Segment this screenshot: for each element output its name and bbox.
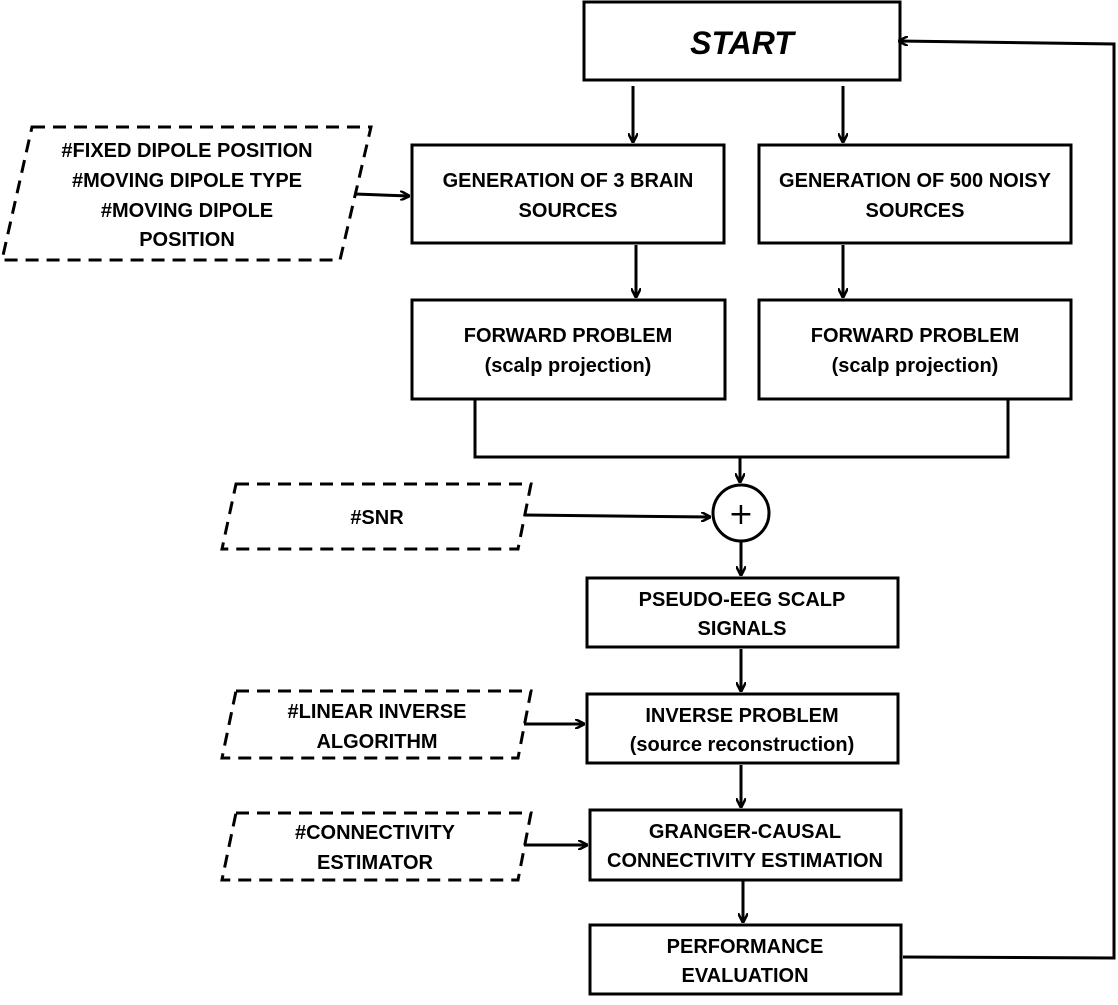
connectors: [354, 41, 1116, 960]
brain-sources-label-2: SOURCES: [519, 200, 618, 222]
inverse-problem-node: INVERSE PROBLEM (source reconstruction): [585, 692, 900, 765]
param-snr-label: #SNR: [350, 507, 404, 529]
param-dipole-line-1: #FIXED DIPOLE POSITION: [61, 140, 312, 162]
sum-symbol: +: [728, 497, 753, 532]
pseudo-eeg-node: PSEUDO-EEG SCALP SIGNALS: [585, 576, 900, 649]
forward-problem-right-node: FORWARD PROBLEM (scalp projection): [757, 298, 1073, 401]
param-inverse-line-2: ALGORITHM: [316, 731, 437, 753]
performance-label-1: PERFORMANCE: [667, 936, 824, 958]
summing-junction: +: [711, 483, 771, 543]
performance-label-2: EVALUATION: [681, 965, 808, 987]
noisy-sources-node: GENERATION OF 500 NOISY SOURCES: [757, 143, 1073, 245]
granger-label-1: GRANGER-CAUSAL: [649, 821, 841, 843]
inverse-label-2: (source reconstruction): [630, 734, 854, 756]
forward-right-label-2: (scalp projection): [832, 355, 999, 377]
param-connectivity-line-1: #CONNECTIVITY: [295, 822, 456, 844]
forward-problem-left-node: FORWARD PROBLEM (scalp projection): [410, 298, 727, 401]
param-inverse-line-1: #LINEAR INVERSE: [288, 701, 467, 723]
param-dipole-line-2: #MOVING DIPOLE TYPE: [72, 170, 302, 192]
performance-evaluation-node: PERFORMANCE EVALUATION: [588, 923, 903, 996]
start-label: START: [690, 25, 796, 61]
start-node: START: [582, 0, 902, 82]
arrow-snr-to-sum: [523, 515, 710, 517]
param-dipole-line-4: POSITION: [139, 229, 235, 251]
param-dipole-input: #FIXED DIPOLE POSITION #MOVING DIPOLE TY…: [0, 125, 373, 262]
param-dipole-line-3: #MOVING DIPOLE: [101, 200, 273, 222]
forward-left-label-2: (scalp projection): [485, 355, 652, 377]
pseudo-eeg-label-1: PSEUDO-EEG SCALP: [639, 589, 846, 611]
param-connectivity-line-2: ESTIMATOR: [317, 852, 433, 874]
brain-sources-node: GENERATION OF 3 BRAIN SOURCES: [410, 143, 726, 245]
inverse-label-1: INVERSE PROBLEM: [645, 705, 838, 727]
brain-sources-label-1: GENERATION OF 3 BRAIN: [443, 170, 694, 192]
param-connectivity-input: #CONNECTIVITY ESTIMATOR: [220, 811, 533, 882]
noisy-sources-label-2: SOURCES: [866, 200, 965, 222]
arrow-feedback-loop: [899, 41, 1116, 960]
granger-label-2: CONNECTIVITY ESTIMATION: [607, 850, 883, 872]
forward-right-label-1: FORWARD PROBLEM: [811, 325, 1020, 347]
pseudo-eeg-label-2: SIGNALS: [698, 618, 787, 640]
param-inverse-input: #LINEAR INVERSE ALGORITHM: [220, 689, 533, 760]
noisy-sources-label-1: GENERATION OF 500 NOISY: [779, 170, 1052, 192]
forward-merge-bracket: [473, 400, 1010, 459]
granger-connectivity-node: GRANGER-CAUSAL CONNECTIVITY ESTIMATION: [588, 808, 903, 882]
forward-left-label-1: FORWARD PROBLEM: [464, 325, 673, 347]
arrow-dipole-to-brain: [354, 194, 409, 196]
param-snr-input: #SNR: [220, 482, 533, 551]
